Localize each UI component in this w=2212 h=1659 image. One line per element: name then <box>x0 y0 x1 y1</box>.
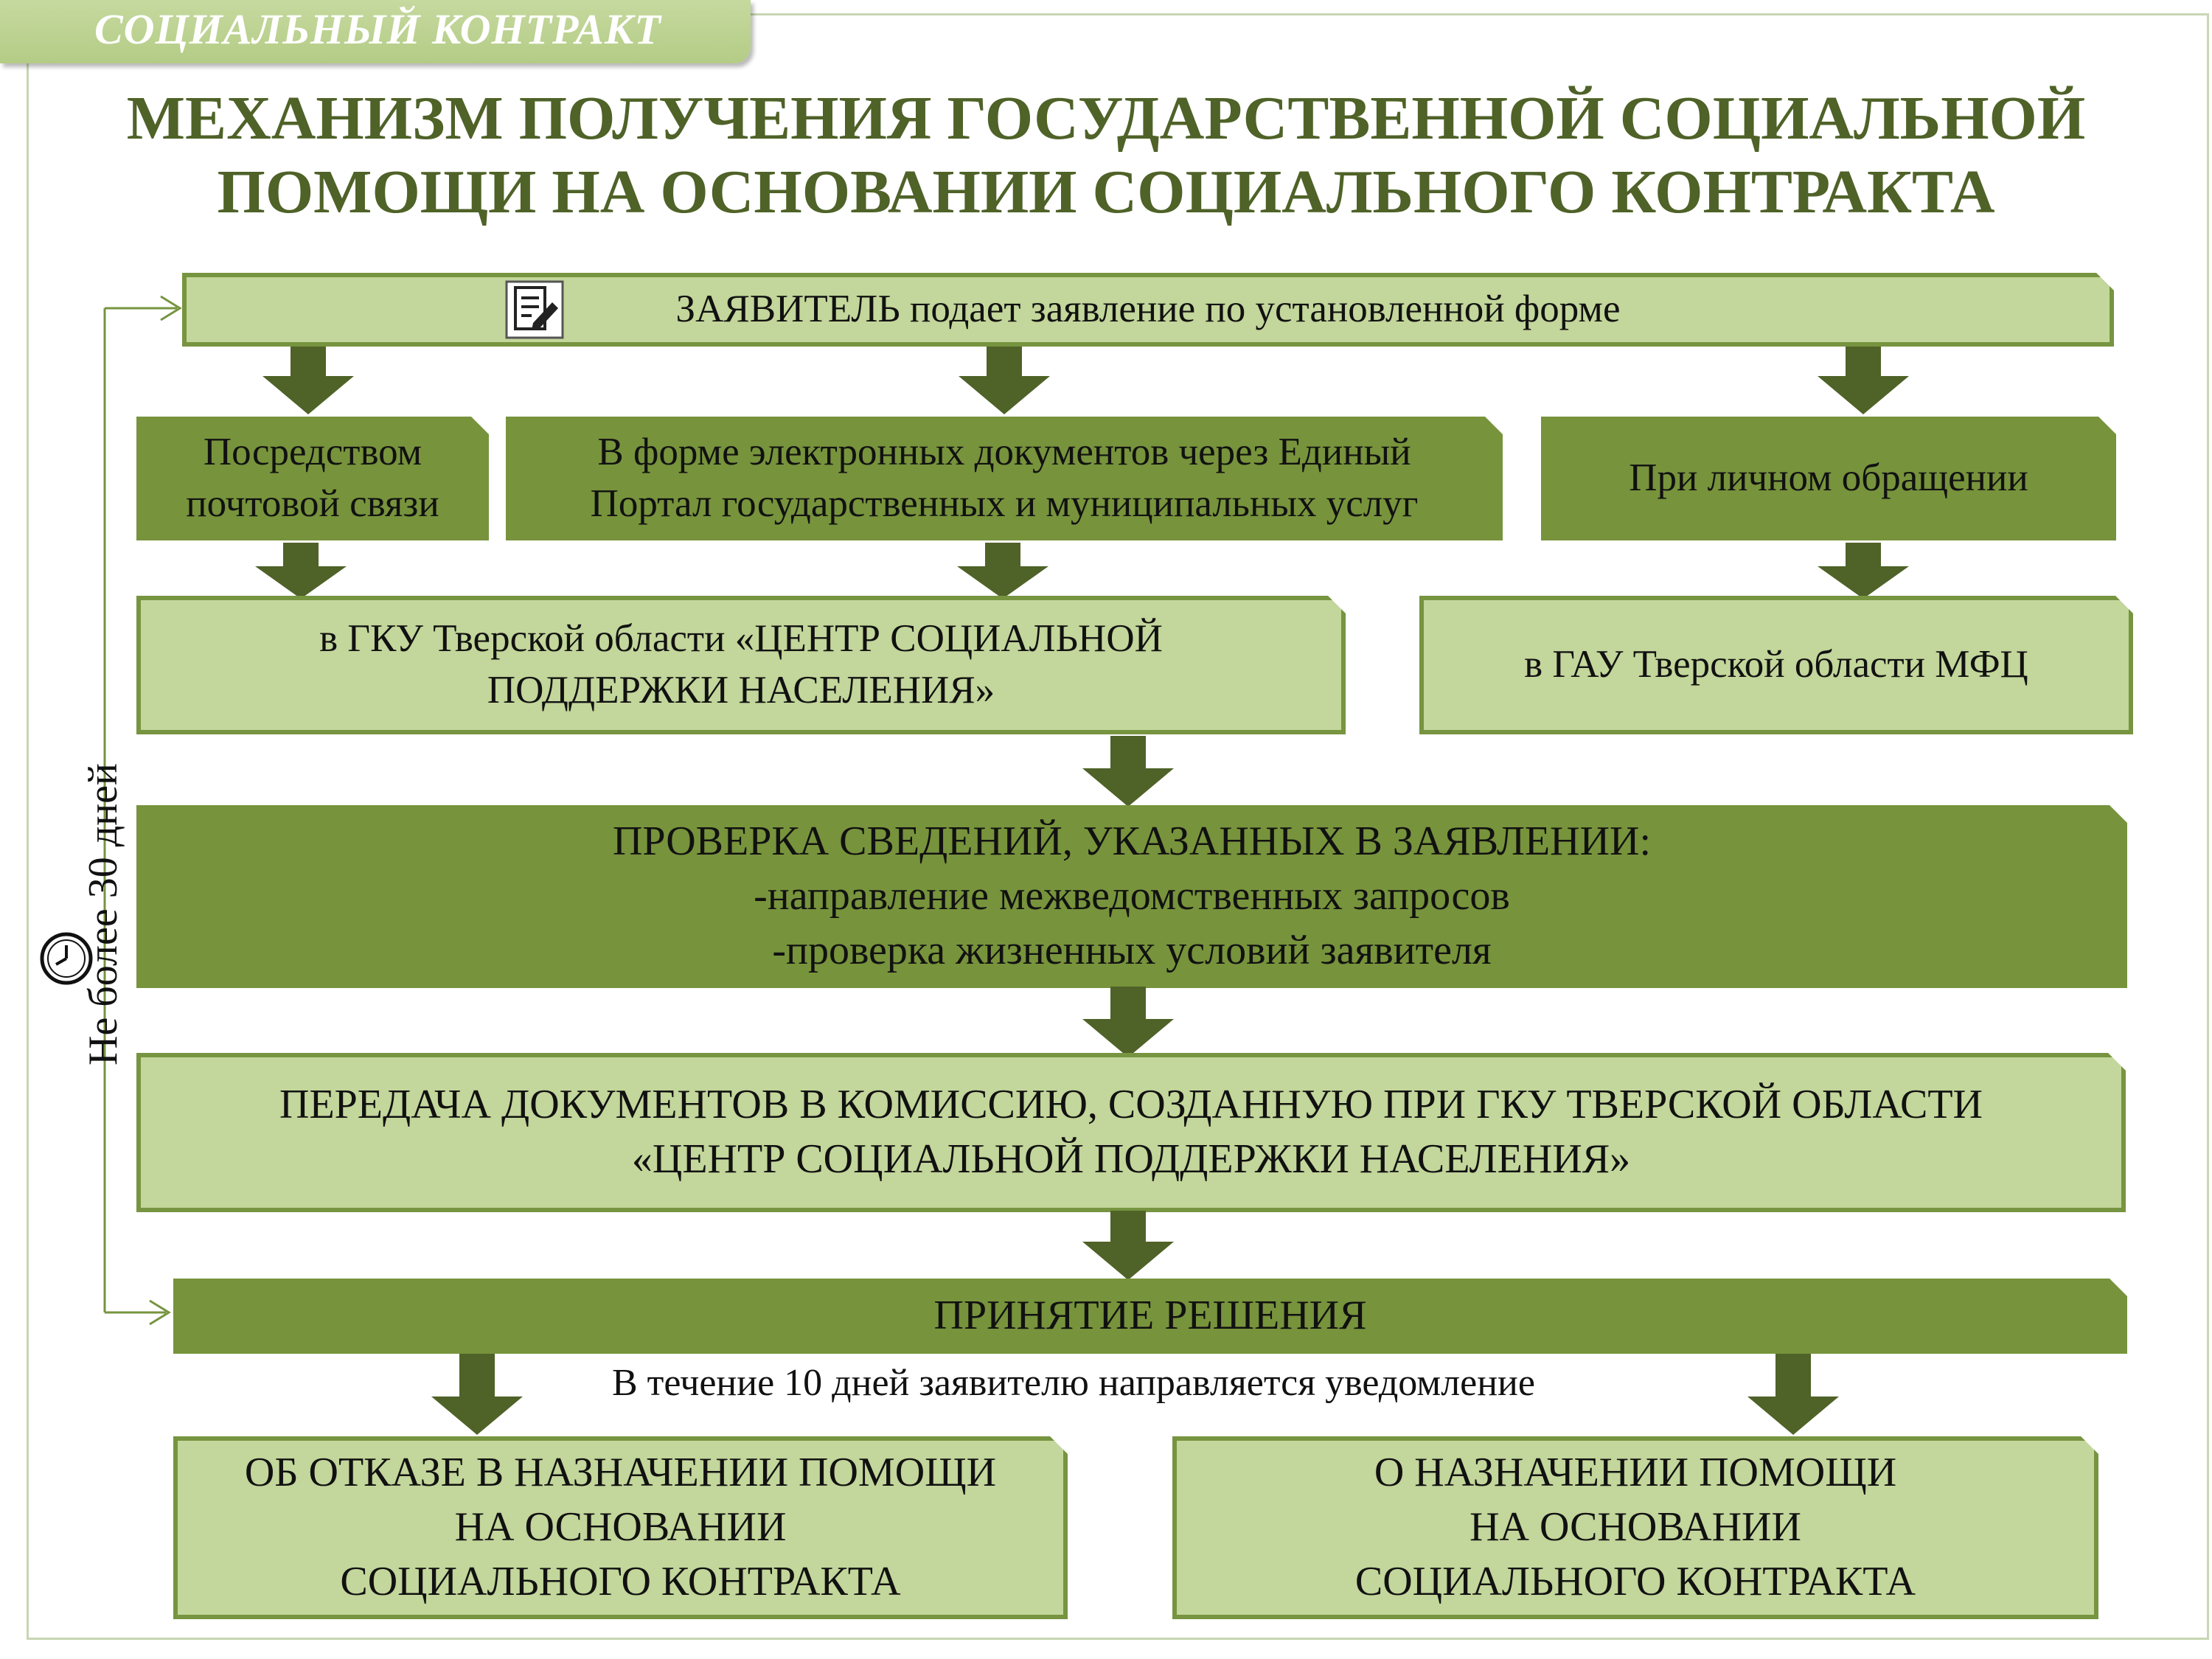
verification-heading: ПРОВЕРКА СВЕДЕНИЙ, УКАЗАННЫХ В ЗАЯВЛЕНИИ… <box>612 818 1652 865</box>
channel-personal-line-1: При личном обращении <box>1629 456 2028 500</box>
outcome-approval: О НАЗНАЧЕНИИ ПОМОЩИ НА ОСНОВАНИИ СОЦИАЛЬ… <box>1172 1436 2098 1619</box>
page-title-line-2: ПОМОЩИ НА ОСНОВАНИИ СОЦИАЛЬНОГО КОНТРАКТ… <box>217 158 1995 226</box>
receiver-center-line-2: ПОДДЕРЖКИ НАСЕЛЕНИЯ» <box>487 669 995 712</box>
page-title-line-1: МЕХАНИЗМ ПОЛУЧЕНИЯ ГОСУДАРСТВЕННОЙ СОЦИА… <box>126 84 2086 153</box>
decision-bar: ПРИНЯТИЕ РЕШЕНИЯ <box>173 1279 2127 1354</box>
transfer-line-1: ПЕРЕДАЧА ДОКУМЕНТОВ В КОМИССИЮ, СОЗДАННУ… <box>279 1082 1983 1128</box>
notice-text: В течение 10 дней заявителю направляется… <box>612 1362 1535 1404</box>
applicant-bar: ЗАЯВИТЕЛЬ подает заявление по установлен… <box>182 273 2114 347</box>
applicant-caps: ЗАЯВИТЕЛЬ <box>675 288 900 331</box>
applicant-text: подает заявление по установленной форме <box>900 288 1621 331</box>
verification-block: ПРОВЕРКА СВЕДЕНИЙ, УКАЗАННЫХ В ЗАЯВЛЕНИИ… <box>136 805 2127 988</box>
decision-label: ПРИНЯТИЕ РЕШЕНИЯ <box>933 1293 1367 1339</box>
channel-personal: При личном обращении <box>1541 417 2116 540</box>
document-edit-icon <box>505 280 564 339</box>
channel-post: Посредством почтовой связи <box>136 417 489 540</box>
outcome-approval-line-3: СОЦИАЛЬНОГО КОНТРАКТА <box>1354 1558 1916 1604</box>
arrow-down-icon <box>1082 1211 1174 1280</box>
channel-portal: В форме электронных документов через Еди… <box>506 417 1503 540</box>
channel-portal-line-1: В форме электронных документов через Еди… <box>597 431 1411 474</box>
outcome-approval-line-1: О НАЗНАЧЕНИИ ПОМОЩИ <box>1374 1450 1897 1496</box>
arrow-down-icon <box>1747 1354 1839 1435</box>
section-tab: СОЦИАЛЬНЫЙ КОНТРАКТ <box>0 0 751 63</box>
receiver-center-line-1: в ГКУ Тверской области «ЦЕНТР СОЦИАЛЬНОЙ <box>319 617 1163 661</box>
arrow-down-icon <box>255 543 347 599</box>
arrow-down-icon <box>262 347 354 414</box>
verification-item-1: -направление межведомственных запросов <box>754 873 1510 919</box>
arrow-down-icon <box>1082 987 1174 1057</box>
receiver-mfc-line-1: в ГАУ Тверской области МФЦ <box>1524 643 2028 686</box>
receiver-center: в ГКУ Тверской области «ЦЕНТР СОЦИАЛЬНОЙ… <box>136 596 1346 734</box>
outcome-refusal-line-3: СОЦИАЛЬНОГО КОНТРАКТА <box>340 1558 901 1604</box>
verification-item-2: -проверка жизненных условий заявителя <box>772 927 1492 973</box>
arrow-down-icon <box>959 347 1050 414</box>
outcome-refusal-line-2: НА ОСНОВАНИИ <box>454 1504 787 1551</box>
section-tab-label: СОЦИАЛЬНЫЙ КОНТРАКТ <box>94 5 661 53</box>
clock-icon <box>40 932 93 985</box>
timeline-label: Не более 30 дней <box>80 763 126 1065</box>
transfer-block: ПЕРЕДАЧА ДОКУМЕНТОВ В КОМИССИЮ, СОЗДАННУ… <box>136 1053 2126 1212</box>
arrow-down-icon <box>1818 543 1909 599</box>
receiver-mfc: в ГАУ Тверской области МФЦ <box>1419 596 2133 734</box>
outcome-approval-line-2: НА ОСНОВАНИИ <box>1470 1504 1801 1551</box>
arrow-down-icon <box>1082 736 1174 807</box>
outcome-refusal: ОБ ОТКАЗЕ В НАЗНАЧЕНИИ ПОМОЩИ НА ОСНОВАН… <box>173 1436 1068 1619</box>
arrow-down-icon <box>957 543 1048 599</box>
transfer-line-2: «ЦЕНТР СОЦИАЛЬНОЙ ПОДДЕРЖКИ НАСЕЛЕНИЯ» <box>631 1136 1631 1182</box>
channel-post-line-2: почтовой связи <box>186 482 439 525</box>
outcome-refusal-line-1: ОБ ОТКАЗЕ В НАЗНАЧЕНИИ ПОМОЩИ <box>244 1450 997 1496</box>
channel-portal-line-2: Портал государственных и муниципальных у… <box>590 482 1419 525</box>
arrow-down-icon <box>431 1354 523 1435</box>
channel-post-line-1: Посредством <box>203 431 422 474</box>
slide-frame <box>27 13 2209 1640</box>
arrow-down-icon <box>1818 347 1909 414</box>
